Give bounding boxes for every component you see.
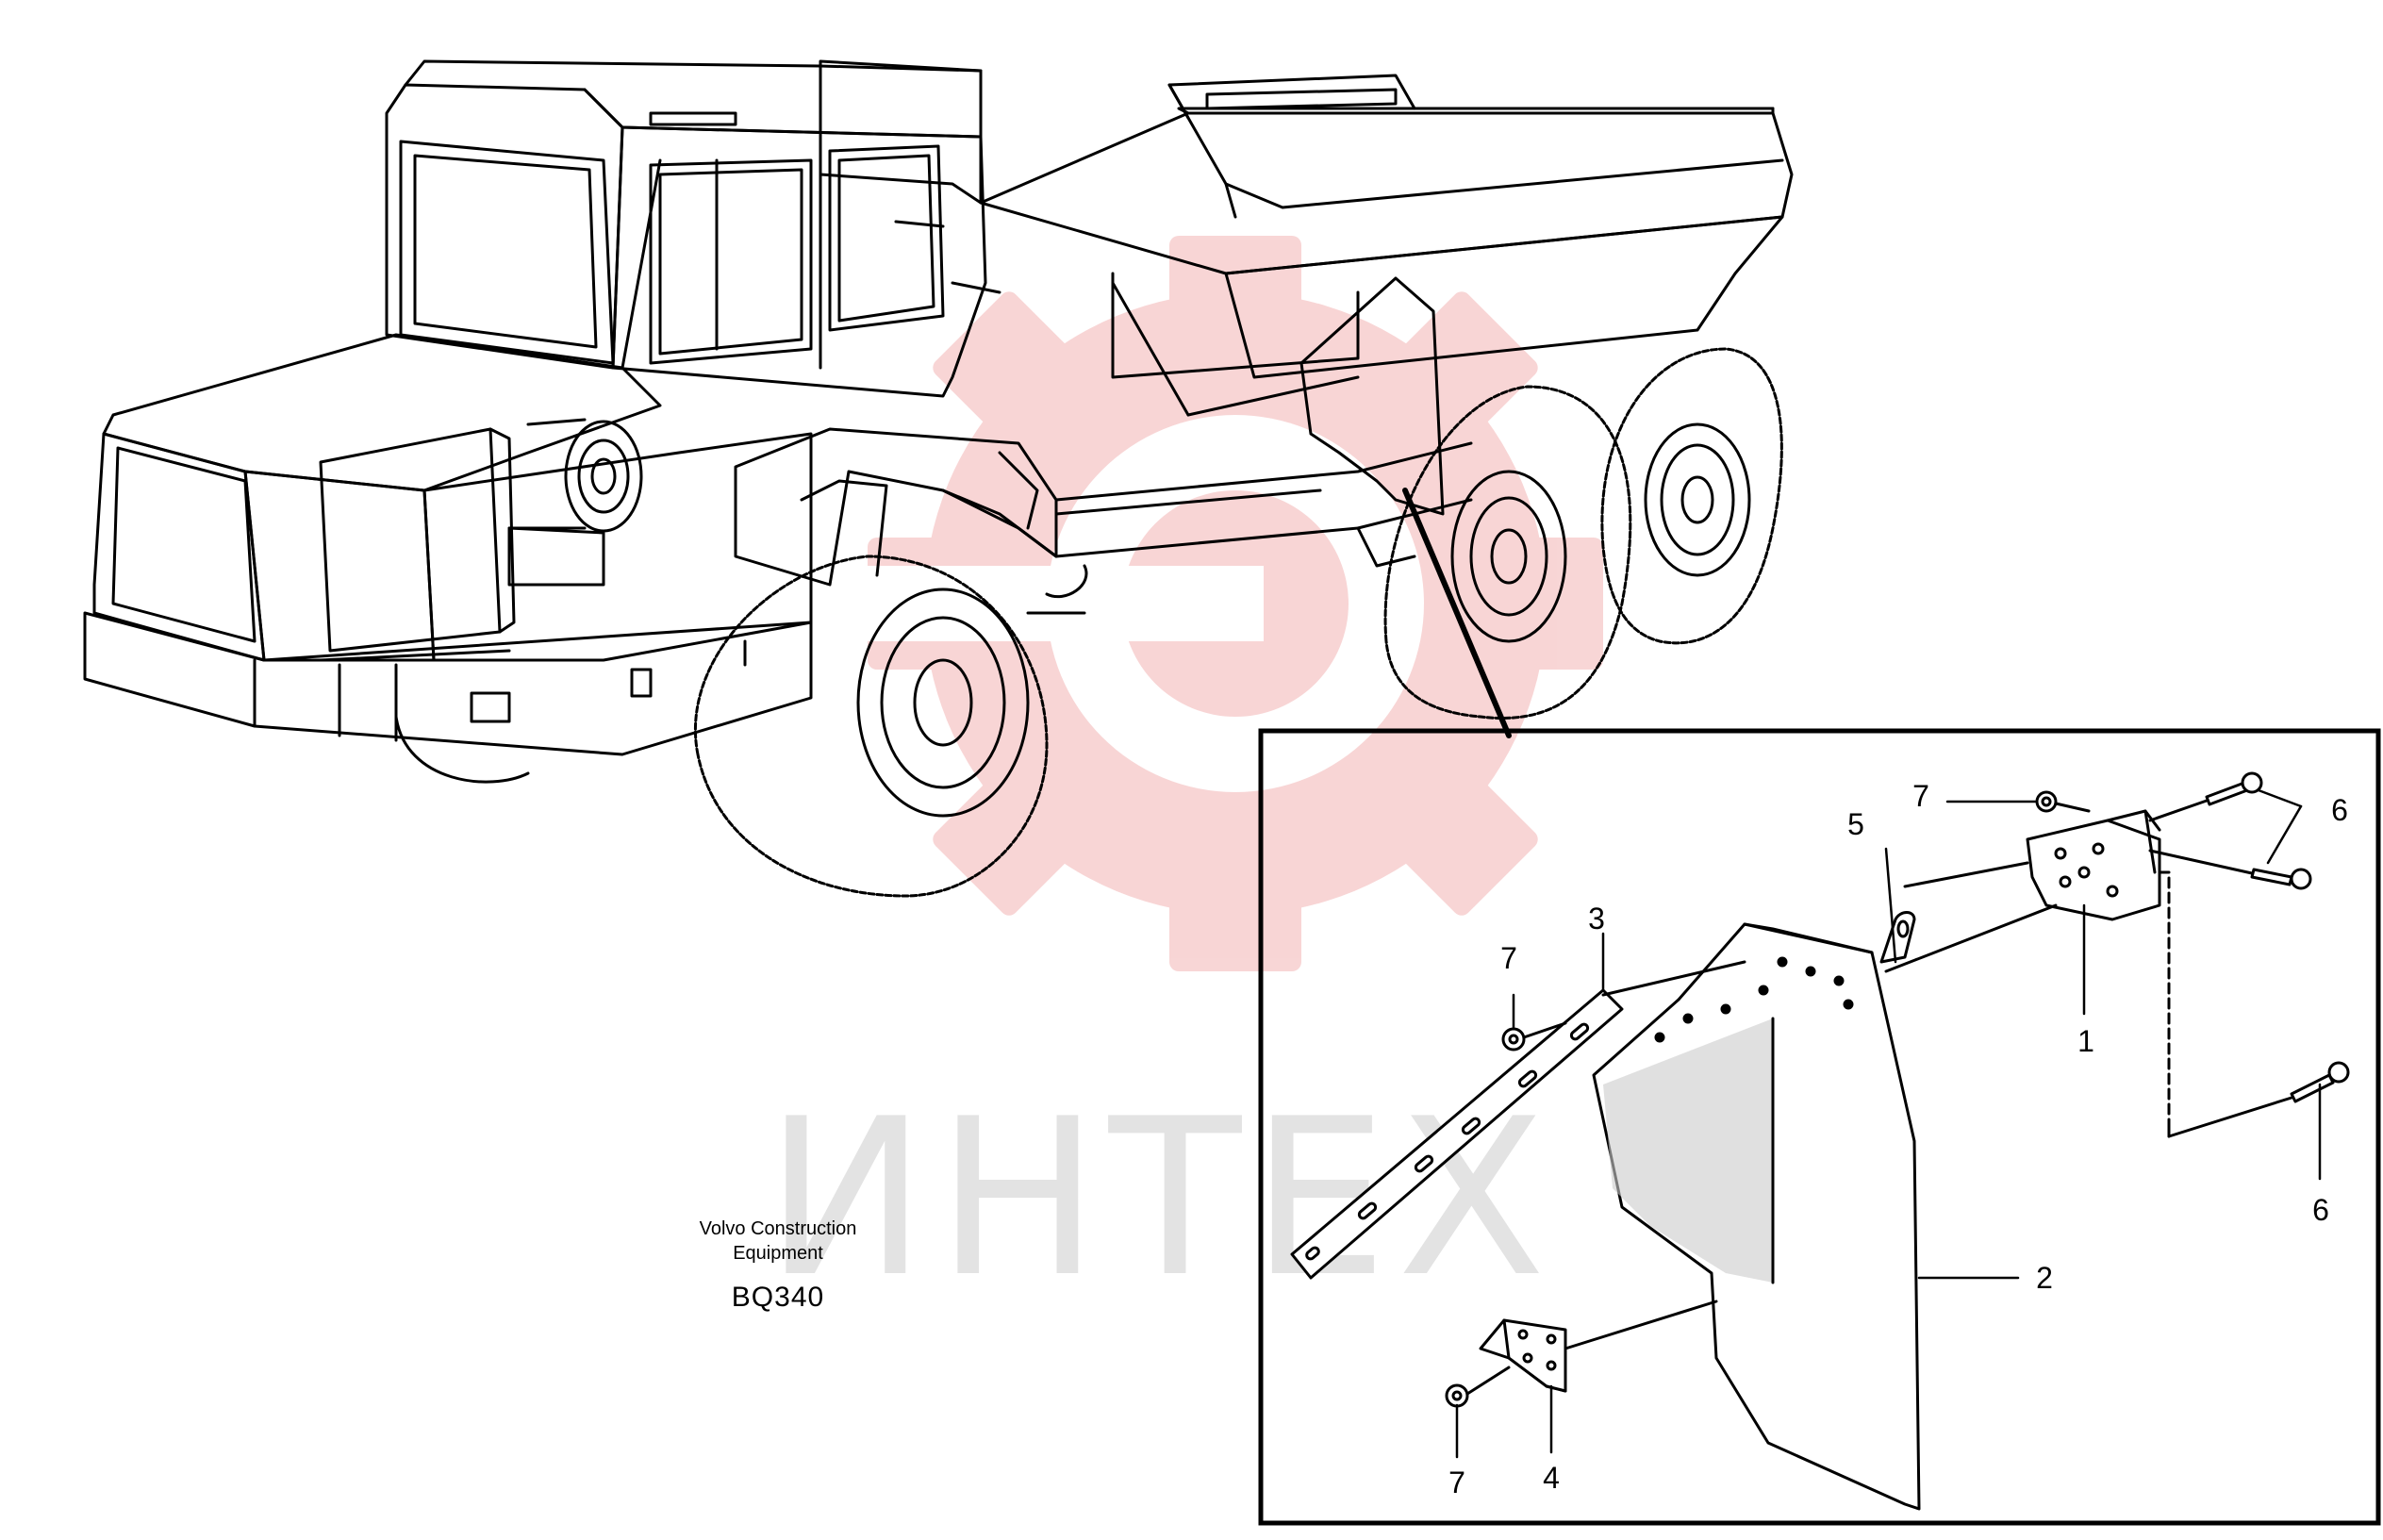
watermark-text: ИНТЕХ — [765, 1073, 1555, 1325]
front-fender — [734, 427, 1058, 587]
cab — [385, 59, 1001, 398]
callout-3: 3 — [1588, 902, 1605, 936]
detail-leader-line — [1402, 488, 1512, 738]
callout-labels: 1 2 3 4 5 6 6 7 7 7 — [1448, 779, 2348, 1499]
callout-6-top: 6 — [2331, 793, 2348, 827]
figure-caption: Volvo Construction Equipment BQ340 — [651, 1217, 905, 1316]
engine-hood — [83, 333, 813, 756]
part-1-mounting-bracket — [1884, 809, 2171, 1138]
callout-5: 5 — [1847, 807, 1864, 841]
callout-7-top: 7 — [1912, 779, 1929, 813]
callout-1: 1 — [2077, 1024, 2094, 1058]
rear-wheel-front — [1383, 385, 1632, 720]
articulated-hauler-truck — [83, 59, 1794, 898]
callout-4: 4 — [1543, 1461, 1560, 1495]
rear-wheel-back — [1600, 347, 1783, 645]
part-5-tab — [1879, 911, 1916, 964]
part-7-nut-top — [2035, 790, 2091, 813]
watermark-gear-logo — [754, 236, 1603, 971]
part-6-bolt-top — [2148, 771, 2263, 822]
part-6-bolt-bottom — [2167, 1061, 2350, 1138]
part-7-nut-bottom — [1445, 1366, 1511, 1408]
detail-frame — [1258, 728, 2381, 1526]
part-4-angle-bracket — [1479, 1300, 1718, 1393]
part-2-mud-flap — [1592, 922, 1921, 1511]
chassis-frame — [1054, 441, 1473, 568]
part-6-bolt-middle — [2148, 849, 2312, 890]
callout-2: 2 — [2036, 1261, 2053, 1295]
dump-body — [819, 59, 1794, 417]
caption-line-1: Volvo Construction — [699, 1218, 857, 1239]
truck-rear-mudguard — [1299, 276, 1445, 516]
detail-parts — [1290, 771, 2350, 1511]
part-3-support-bar — [1290, 960, 1746, 1280]
callout-7-middle: 7 — [1500, 941, 1517, 975]
front-wheel — [394, 555, 1088, 898]
caption-line-2: Equipment — [733, 1243, 823, 1264]
figure-code: BQ340 — [731, 1282, 825, 1313]
callout-7-bottom: 7 — [1448, 1465, 1465, 1499]
callout-6-bottom: 6 — [2312, 1193, 2329, 1227]
part-7-nut-middle — [1501, 1021, 1567, 1052]
callout-leaders — [1455, 788, 2322, 1459]
